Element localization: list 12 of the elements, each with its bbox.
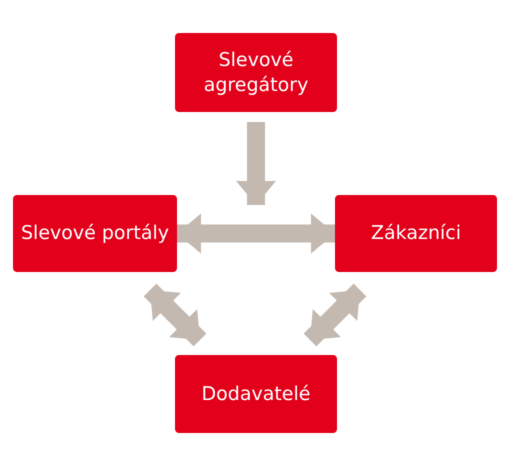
- box-label: Zákazníci: [371, 221, 461, 246]
- block-arrow: [304, 284, 366, 346]
- process-box: [335, 195, 497, 272]
- box-label: Dodavatelé: [202, 382, 310, 406]
- block-arrow: [177, 214, 335, 254]
- block-arrow: [144, 284, 206, 346]
- box-label: Slevové portály: [21, 221, 169, 246]
- block-arrow: [236, 122, 276, 205]
- process-box: [175, 355, 337, 433]
- process-box: [13, 195, 177, 272]
- process-box: [175, 33, 337, 112]
- box-label: Slevové agregátory: [202, 48, 310, 98]
